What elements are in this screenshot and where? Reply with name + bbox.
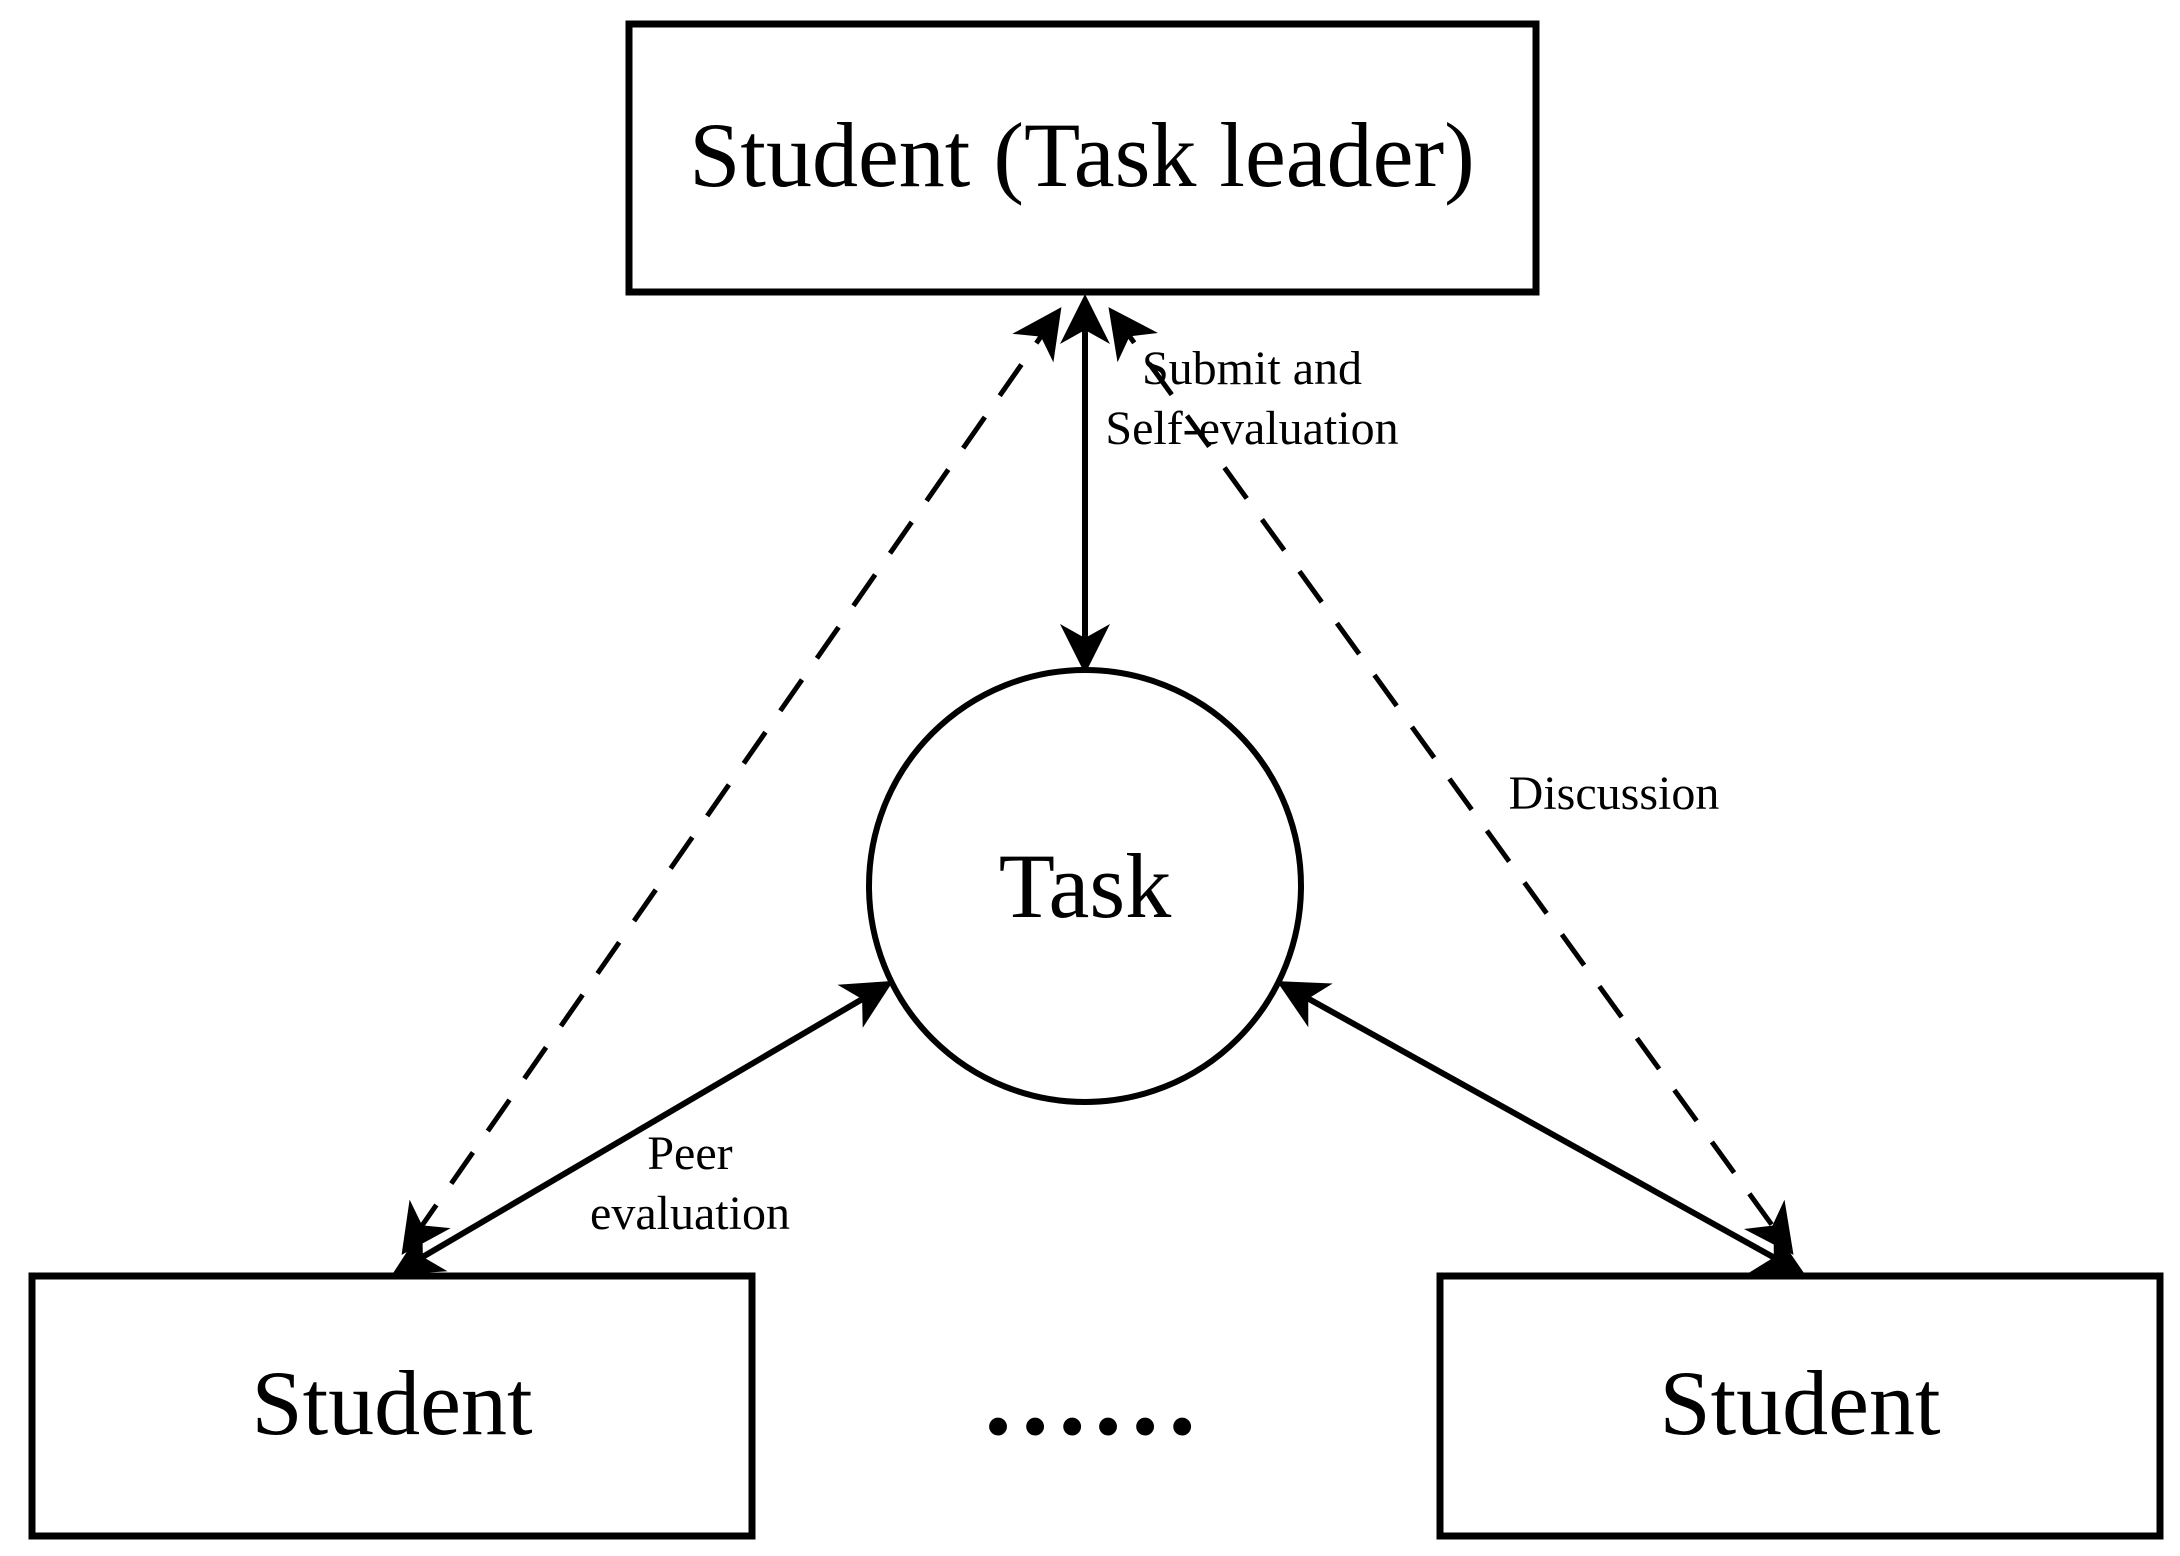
solid-edge-right-task bbox=[1276, 981, 1806, 1275]
node-task-circle bbox=[866, 667, 1304, 1105]
node-task-label: Task bbox=[999, 835, 1171, 937]
edge-label-peer-line2: evaluation bbox=[590, 1187, 790, 1240]
node-student-left-box bbox=[28, 1272, 756, 1540]
edge-label-peer-line1: Peer bbox=[647, 1127, 732, 1180]
ellipsis-more-students: …… bbox=[980, 1336, 1200, 1458]
node-student-right-label: Student bbox=[1659, 1352, 1941, 1454]
solid-edge-left-task bbox=[391, 980, 894, 1276]
node-leader-box bbox=[625, 20, 1540, 296]
node-leader-label: Student (Task leader) bbox=[689, 104, 1475, 206]
edge-label-submit-line1: Submit and bbox=[1142, 342, 1362, 395]
node-student-left-label: Student bbox=[251, 1352, 533, 1454]
node-student-right-box bbox=[1436, 1272, 2164, 1540]
edge-label-discussion: Discussion bbox=[1509, 767, 1720, 820]
edge-label-submit-line2: Self-evaluation bbox=[1105, 402, 1398, 455]
